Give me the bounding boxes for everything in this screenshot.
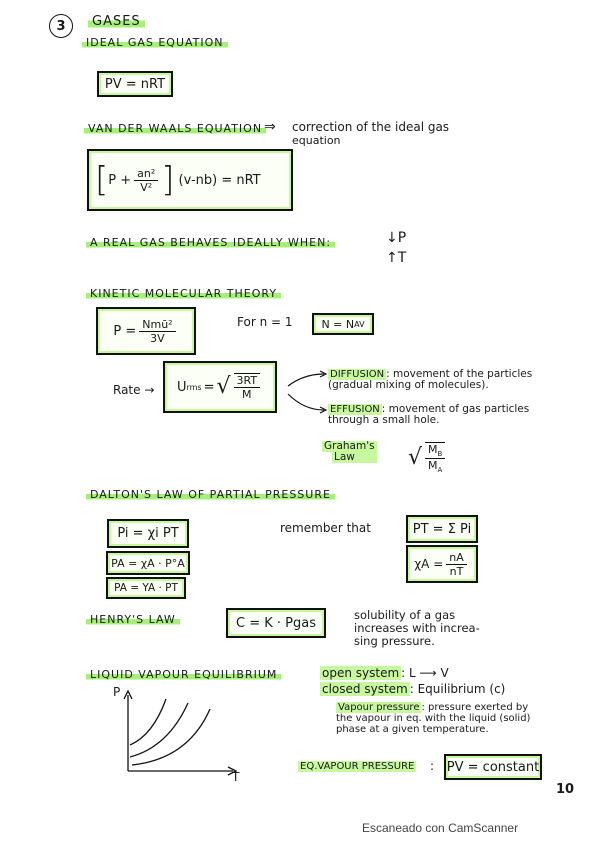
lve-axis-y: P	[113, 685, 121, 699]
kmt-pressure-box: P = Nmū² 3V	[96, 307, 196, 355]
vdw-note-line2: equation	[292, 134, 341, 147]
kmt-grahams-num-sub: B	[437, 450, 443, 459]
henry-heading: HENRY'S LAW	[86, 613, 180, 626]
vdw-eq-rest: (v-nb) = nRT	[178, 172, 261, 188]
real-gas-text: A REAL GAS BEHAVES IDEALLY WHEN:	[86, 236, 336, 249]
kmt-urms-sub: rms	[186, 382, 202, 392]
lve-graph	[123, 689, 238, 776]
kmt-p-left: P =	[113, 323, 137, 339]
dalton-eq1-box: Pi = χi PT	[107, 519, 189, 548]
lve-vp-label: Vapour pressure	[336, 702, 422, 713]
real-gas-cond1: ↓P	[386, 230, 407, 246]
dalton-eq4: PT = Σ Pi	[412, 521, 472, 537]
dalton-eq2: PA = χA · P°A	[111, 556, 185, 570]
kmt-urms: U	[176, 379, 187, 395]
kmt-rate-label: Rate →	[113, 383, 155, 397]
dalton-heading: DALTON'S LAW OF PARTIAL PRESSURE	[86, 488, 335, 501]
section-number: 3	[56, 18, 66, 34]
dalton-eq3-box: PA = YA · PT	[106, 577, 186, 599]
kmt-grahams-root: √ MB MA	[408, 442, 448, 474]
vdw-fraction: an² V²	[134, 167, 159, 194]
kmt-rt-den: M	[242, 388, 252, 401]
kmt-rt-fraction: 3RT M	[233, 373, 261, 401]
kmt-grahams-line2: Law	[332, 452, 377, 463]
dalton-eq5-fraction: nA nT	[446, 551, 467, 578]
vdw-heading: VAN DER WAALS EQUATION	[84, 122, 267, 135]
kmt-effusion-label: EFFUSION	[328, 404, 382, 415]
dalton-eq5-den: nT	[449, 564, 464, 578]
kmt-p-den: 3V	[150, 331, 165, 345]
lve-heading: LIQUID VAPOUR EQUILIBRIUM	[86, 668, 282, 681]
vdw-note-line1: correction of the ideal gas	[292, 120, 450, 134]
ideal-gas-equation: PV = nRT	[104, 76, 166, 92]
kmt-diffusion-label: DIFFUSION	[328, 369, 387, 380]
dalton-eq4-box: PT = Σ Pi	[406, 515, 478, 543]
vdw-eq-p: P +	[108, 172, 132, 188]
lve-eq-box: PV = constant	[444, 754, 542, 780]
kmt-p-fraction: Nmū² 3V	[139, 318, 176, 345]
kmt-heading: KINETIC MOLECULAR THEORY	[86, 287, 282, 300]
real-gas-cond2: ↑T	[386, 250, 407, 266]
section-number-circle: 3	[49, 14, 73, 38]
dalton-eq5-box: χA = nA nT	[406, 545, 478, 583]
lve-open-text: : L ⟶ V	[401, 666, 449, 680]
dalton-remember: remember that	[280, 521, 371, 535]
vdw-fraction-den: V²	[140, 180, 153, 194]
kmt-p-num: Nmū²	[139, 318, 176, 332]
henry-text-line3: sing pressure.	[354, 634, 435, 648]
lve-vapour-pressure: Vapour pressure: pressure exerted by the…	[336, 702, 546, 735]
kmt-n-box: N = N AV	[312, 313, 374, 335]
kmt-grahams-den-sub: A	[437, 466, 443, 475]
kmt-n-sub: AV	[354, 319, 365, 329]
dalton-eq2-box: PA = χA · P°A	[106, 551, 190, 575]
lve-closed-label: closed system	[320, 682, 410, 696]
kmt-grahams-den: M	[428, 459, 438, 473]
henry-text-line1: solubility of a gas	[354, 608, 456, 622]
lve-eq-box-text: PV = constant	[446, 759, 540, 775]
kmt-grahams-law: Graham's Law	[322, 441, 377, 463]
kmt-urms-eq: =	[203, 379, 215, 395]
camscanner-footer: Escaneado con CamScanner	[362, 821, 519, 835]
vdw-arrow: ⇒	[264, 119, 276, 135]
henry-equation: C = K · Pgas	[236, 615, 316, 631]
lve-open-label: open system	[320, 666, 402, 680]
henry-text: solubility of a gas increases with incre…	[354, 609, 480, 648]
dalton-eq5-num: nA	[446, 551, 467, 565]
lve-eq-label: EQ.VAPOUR PRESSURE	[298, 761, 417, 772]
vdw-fraction-num: an²	[134, 167, 159, 181]
kmt-for-n: For n = 1	[237, 315, 293, 329]
kmt-diffusion-text: : movement of the particles (gradual mix…	[328, 368, 533, 391]
page-number: 10	[556, 782, 575, 797]
lve-open-system: open system: L ⟶ V	[320, 666, 449, 680]
kmt-n-eq: N = N	[321, 317, 355, 331]
dalton-eq3: PA = YA · PT	[114, 582, 178, 594]
ideal-gas-equation-box: PV = nRT	[97, 71, 173, 97]
lve-closed-text: : Equilibrium (c)	[409, 682, 506, 696]
dalton-eq1: Pi = χi PT	[117, 526, 179, 541]
kmt-grahams-line1: Graham's	[322, 440, 377, 452]
lve-closed-system: closed system: Equilibrium (c)	[320, 682, 505, 696]
lve-eq-colon: :	[430, 759, 435, 773]
lve-axis-x: T	[232, 770, 240, 784]
vdw-equation-box: [ P + an² V² ] (v-nb) = nRT	[87, 149, 293, 211]
dalton-eq5-left: χA =	[414, 557, 444, 571]
kmt-urms-box: U rms = √ 3RT M	[163, 361, 277, 413]
kmt-grahams-num: M	[428, 443, 438, 456]
ideal-gas-heading: IDEAL GAS EQUATION	[82, 36, 228, 49]
henry-text-line2: increases with increa-	[354, 621, 480, 635]
henry-equation-box: C = K · Pgas	[226, 608, 326, 638]
kmt-branch-arrows	[287, 370, 328, 414]
kmt-effusion-text: : movement of gas particles through a sm…	[328, 403, 530, 426]
kmt-rt-num: 3RT	[233, 374, 261, 388]
lve-vp-text: : pressure exerted by the vapour in eq. …	[336, 702, 531, 735]
kmt-effusion: EFFUSION: movement of gas particles thro…	[328, 404, 538, 426]
section-title: GASES	[88, 14, 145, 29]
kmt-diffusion: DIFFUSION: movement of the particles (gr…	[328, 369, 538, 391]
